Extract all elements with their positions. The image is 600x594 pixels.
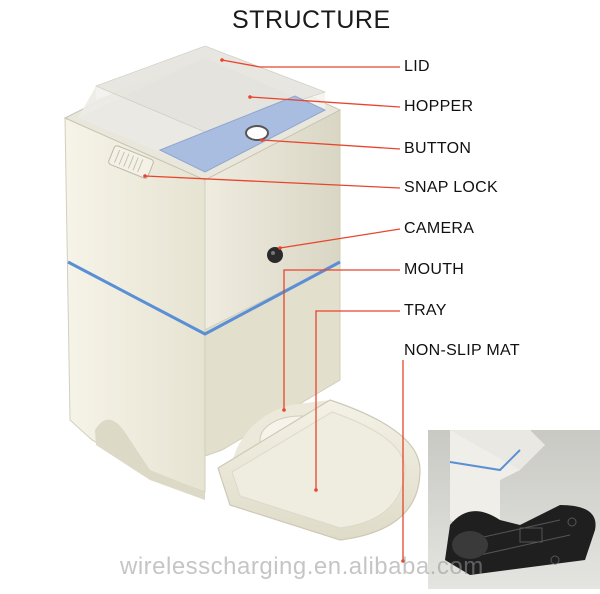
label-hopper: HOPPER bbox=[404, 98, 473, 116]
diagram-title: STRUCTURE bbox=[232, 6, 391, 35]
label-snap-lock: SNAP LOCK bbox=[404, 179, 498, 197]
watermark: wirelesscharging.en.alibaba.com bbox=[120, 553, 484, 581]
power-button-icon bbox=[246, 126, 268, 140]
label-camera: CAMERA bbox=[404, 220, 474, 238]
label-tray: TRAY bbox=[404, 302, 447, 320]
label-mouth: MOUTH bbox=[404, 261, 464, 279]
label-non-slip-mat: NON-SLIP MAT bbox=[404, 342, 520, 360]
label-button: BUTTON bbox=[404, 140, 471, 158]
label-lid: LID bbox=[404, 58, 430, 76]
